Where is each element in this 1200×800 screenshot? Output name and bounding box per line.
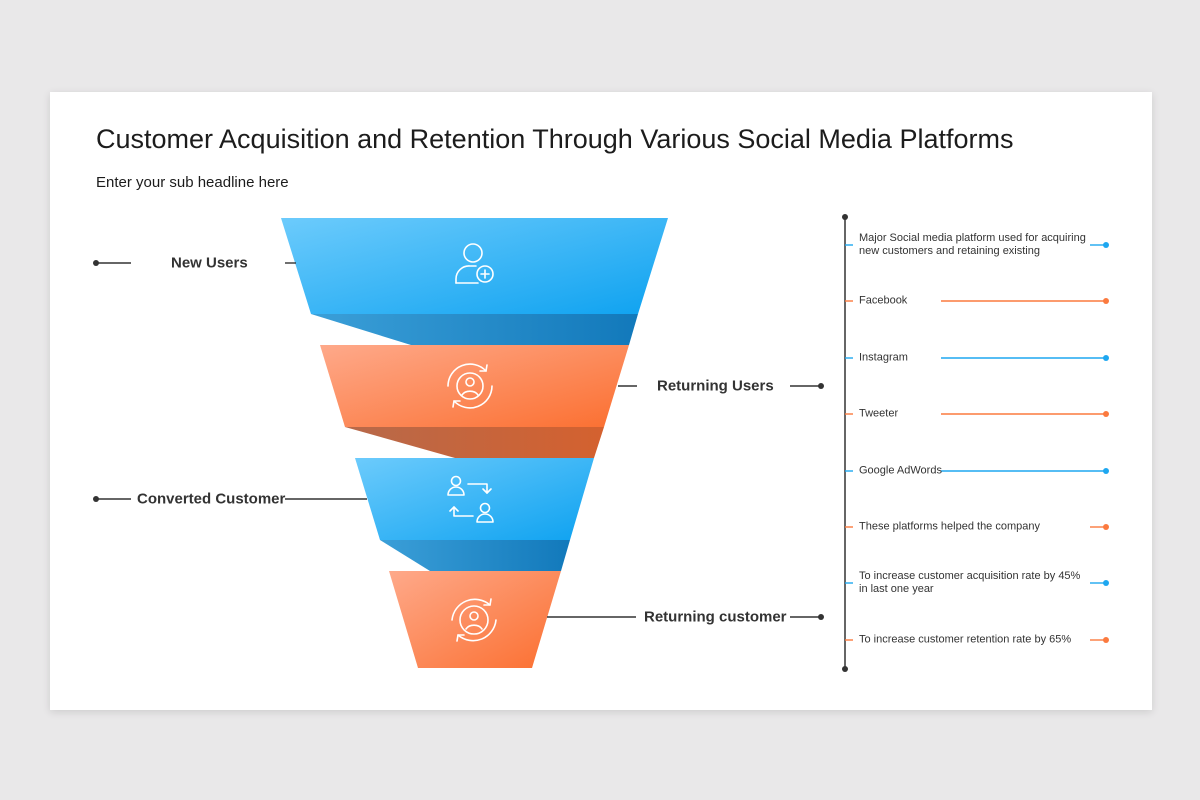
stage-label-lines [93,260,824,620]
funnel-connector-2 [345,427,604,458]
user-add-icon [455,243,494,284]
stage-label-new-users: New Users [171,254,248,272]
info-item-instagram: Instagram [859,351,908,364]
page-title: Customer Acquisition and Retention Throu… [96,124,1014,154]
funnel-stage-2 [320,345,629,427]
info-item-tweeter: Tweeter [859,407,899,420]
info-item-acquisition-rate: To increase customer acquisition rate by… [859,570,1081,595]
funnel-connector-3 [380,540,570,571]
funnel-stage-3 [355,458,594,540]
page-subtitle: Enter your sub headline here [96,174,289,191]
info-markers [845,242,1109,643]
stage-label-converted-customer: Converted Customer [137,490,286,508]
info-item-platforms-helped: These platforms helped the company [859,520,1040,533]
user-refresh-icon [451,598,497,642]
info-item-google-adwords: Google AdWords [859,464,942,477]
stage-label-returning-customer: Returning customer [644,608,787,626]
info-axis [842,214,848,672]
info-item-major-platforms: Major Social media platform used for acq… [859,232,1086,257]
funnel-connector-1 [311,314,638,345]
user-exchange-icon [447,475,494,523]
stage-label-returning-users: Returning Users [657,377,774,395]
info-item-facebook: Facebook [859,294,908,307]
user-refresh-icon [447,363,493,409]
info-item-retention-rate: To increase customer retention rate by 6… [859,633,1072,646]
